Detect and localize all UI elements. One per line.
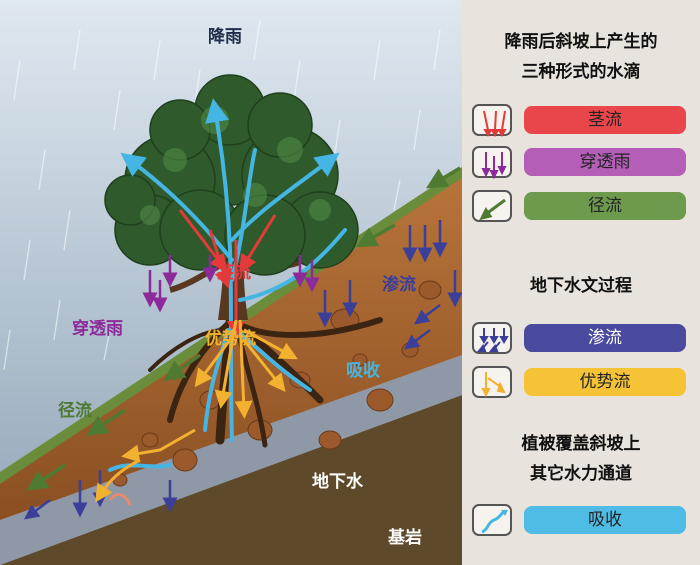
legend-surface-runoff-label: 径流 [524,192,686,220]
legend-panel: 降雨后斜坡上产生的 三种形式的水滴 茎流 穿透雨 径流 地下水文过程 [462,0,700,565]
stemflow-arrows [178,209,277,339]
absorption-icon [472,504,512,536]
surface-runoff-icon [472,190,512,222]
label-seepage: 渗流 [382,275,416,295]
legend-title-2: 地下水文过程 [530,276,632,296]
legend-title-1-line2: 三种形式的水滴 [521,62,641,82]
surface-runoff-arrows [26,166,461,491]
label-groundwater: 地下水 [312,472,363,492]
scene-labels-layer: 降雨 茎流 穿透雨 渗流 优势流 吸收 径流 地下水 基岩 [58,27,422,548]
label-preferential-flow: 优势流 [205,329,256,349]
tree-canopy [104,74,359,276]
flow-detail [108,493,132,506]
legend-item-preferential-flow: 优势流 [472,366,692,398]
legend-preferential-flow-label: 优势流 [524,368,686,396]
hillslope-scene: 降雨 茎流 穿透雨 渗流 优势流 吸收 径流 地下水 基岩 [0,0,462,565]
legend-throughfall-label: 穿透雨 [524,148,686,176]
throughfall-icon [472,146,512,180]
legend-stemflow-label: 茎流 [524,106,686,134]
label-absorption: 吸收 [346,361,380,381]
legend-item-throughfall: 穿透雨 [472,146,692,180]
legend-item-absorption: 吸收 [472,504,692,536]
absorption-paths [108,98,347,472]
legend-item-surface-runoff: 径流 [472,190,692,222]
legend-title-3-line1: 植被覆盖斜坡上 [521,434,641,454]
preferential-flow-icon [472,366,512,398]
label-rainfall: 降雨 [208,27,242,47]
groundwater-zone [0,355,462,565]
label-throughfall: 穿透雨 [72,319,123,339]
throughfall-arrows [142,255,320,313]
label-stemflow: 茎流 [217,263,251,283]
preferential-flow-arrows [95,319,298,503]
rain-streaks [3,19,441,371]
legend-title-1-line1: 降雨后斜坡上产生的 [504,32,658,52]
legend-title-3-line2: 其它水力通道 [530,464,632,484]
legend-item-stemflow: 茎流 [472,104,692,137]
seepage-icon [472,322,512,354]
legend-absorption-label: 吸收 [524,506,686,534]
stemflow-icon [472,104,512,137]
legend-seepage-label: 渗流 [524,324,686,352]
legend-item-seepage: 渗流 [472,322,692,354]
label-bedrock: 基岩 [388,528,422,548]
label-surface-runoff: 径流 [58,401,92,421]
